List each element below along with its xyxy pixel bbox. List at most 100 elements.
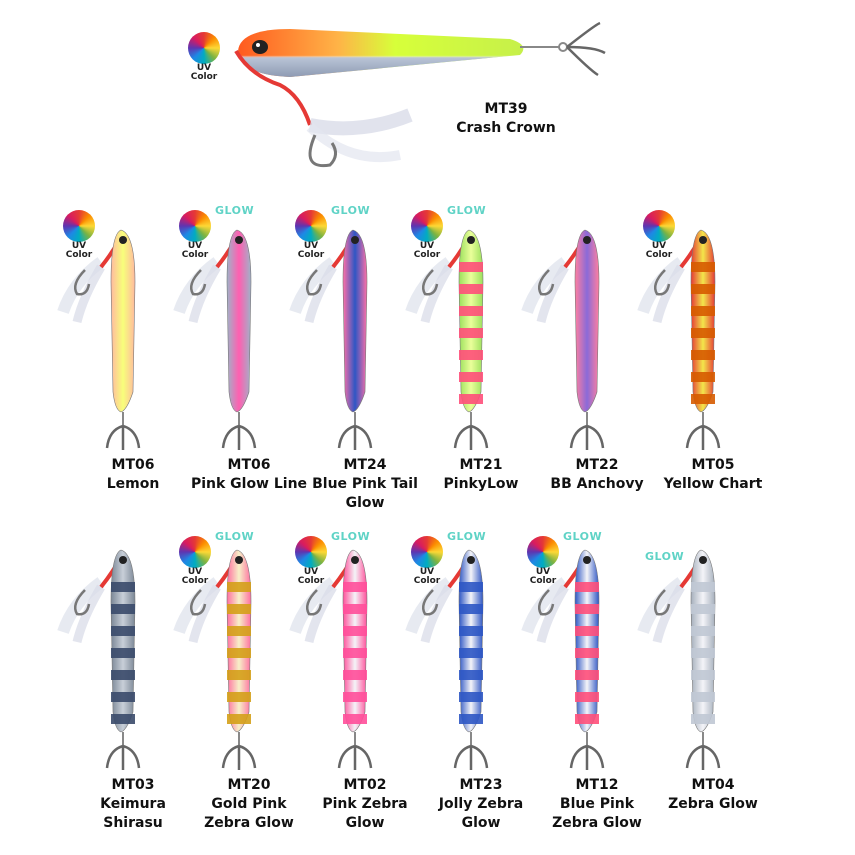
product-code: MT12: [575, 777, 619, 793]
uv-color-wheel-icon: [295, 536, 327, 568]
uv-badge-line1: UV: [71, 241, 87, 251]
uv-badge-line2: Color: [190, 72, 218, 82]
product-code: MT20: [227, 777, 271, 793]
uv-color-wheel-icon: [411, 536, 443, 568]
uv-color-wheel-icon: [411, 210, 443, 242]
uv-color-badge: UV Color: [639, 210, 679, 260]
uv-color-badge: UV Color: [291, 536, 331, 586]
uv-badge-line2: Color: [529, 576, 557, 586]
product-code: MT03: [111, 777, 155, 793]
uv-color-wheel-icon: [295, 210, 327, 242]
product-name: Pink Zebra Glow: [322, 796, 408, 831]
uv-color-wheel-icon: [527, 536, 559, 568]
glow-badge: GLOW: [645, 550, 685, 563]
product-name: Yellow Chart: [663, 476, 763, 492]
product-name: Blue Pink Tail Glow: [312, 476, 418, 511]
lure-image-mt06: [57, 222, 153, 456]
product-label: MT22 BB Anchovy: [537, 456, 657, 494]
lure-image-mt02: [289, 542, 385, 776]
uv-color-wheel-icon: [179, 536, 211, 568]
uv-badge-line1: UV: [187, 567, 203, 577]
product-name: Lemon: [106, 476, 160, 492]
product-name: BB Anchovy: [550, 476, 644, 492]
product-name: Blue Pink Zebra Glow: [552, 796, 642, 831]
lure-image-mt23: [405, 542, 501, 776]
lure-image-mt24: [289, 222, 385, 456]
glow-badge: GLOW: [447, 204, 487, 217]
uv-color-wheel-icon: [188, 32, 220, 64]
glow-badge: GLOW: [215, 530, 255, 543]
lure-image-mt21: [405, 222, 501, 456]
glow-badge: GLOW: [447, 530, 487, 543]
lure-image-mt22: [521, 222, 617, 456]
product-code: MT22: [575, 457, 619, 473]
uv-badge-line1: UV: [535, 567, 551, 577]
lure-image-mt20: [173, 542, 269, 776]
uv-badge-line1: UV: [651, 241, 667, 251]
uv-color-badge: UV Color: [291, 210, 331, 260]
uv-badge-line1: UV: [303, 241, 319, 251]
featured-label: MT39 Crash Crown: [446, 100, 566, 138]
uv-badge-line1: UV: [419, 567, 435, 577]
uv-badge-line1: UV: [419, 241, 435, 251]
product-name: PinkyLow: [443, 476, 519, 492]
product-name: Gold Pink Zebra Glow: [204, 796, 294, 831]
uv-color-badge: UV Color: [523, 536, 563, 586]
uv-badge-line2: Color: [181, 250, 209, 260]
lure-image-mt12: [521, 542, 617, 776]
product-code: MT06: [111, 457, 155, 473]
product-code: MT39: [484, 101, 528, 117]
uv-badge-line1: UV: [303, 567, 319, 577]
glow-badge: GLOW: [331, 204, 371, 217]
uv-badge-line1: UV: [196, 63, 212, 73]
uv-badge-line2: Color: [297, 576, 325, 586]
product-code: MT04: [691, 777, 735, 793]
product-name: Jolly Zebra Glow: [438, 796, 524, 831]
product-code: MT21: [459, 457, 503, 473]
glow-badge: GLOW: [563, 530, 603, 543]
uv-color-wheel-icon: [643, 210, 675, 242]
lure-image-mt04: [637, 542, 733, 776]
uv-badge-line2: Color: [65, 250, 93, 260]
product-name: Crash Crown: [456, 120, 556, 136]
lure-image-mt39: [234, 21, 606, 168]
uv-badge-line1: UV: [187, 241, 203, 251]
product-code: MT23: [459, 777, 503, 793]
uv-color-badge: UV Color: [175, 536, 215, 586]
uv-color-wheel-icon: [179, 210, 211, 242]
product-name: Keimura Shirasu: [100, 796, 166, 831]
glow-badge: GLOW: [215, 204, 255, 217]
uv-color-badge: UV Color: [184, 32, 224, 82]
lure-image-mt06: [173, 222, 269, 456]
uv-badge-line2: Color: [297, 250, 325, 260]
uv-color-wheel-icon: [63, 210, 95, 242]
uv-badge-line2: Color: [413, 576, 441, 586]
uv-badge-line2: Color: [181, 576, 209, 586]
lure-image-mt05: [637, 222, 733, 456]
product-name: Zebra Glow: [668, 796, 758, 812]
uv-color-badge: UV Color: [59, 210, 99, 260]
product-code: MT06: [227, 457, 271, 473]
lure-image-mt03: [57, 542, 153, 776]
product-code: MT05: [691, 457, 735, 473]
product-name: Pink Glow Line: [190, 476, 308, 492]
uv-badge-line2: Color: [413, 250, 441, 260]
uv-color-badge: UV Color: [407, 536, 447, 586]
uv-color-badge: UV Color: [175, 210, 215, 260]
product-code: MT24: [343, 457, 387, 473]
uv-color-badge: UV Color: [407, 210, 447, 260]
uv-badge-line2: Color: [645, 250, 673, 260]
product-code: MT02: [343, 777, 387, 793]
glow-badge: GLOW: [331, 530, 371, 543]
